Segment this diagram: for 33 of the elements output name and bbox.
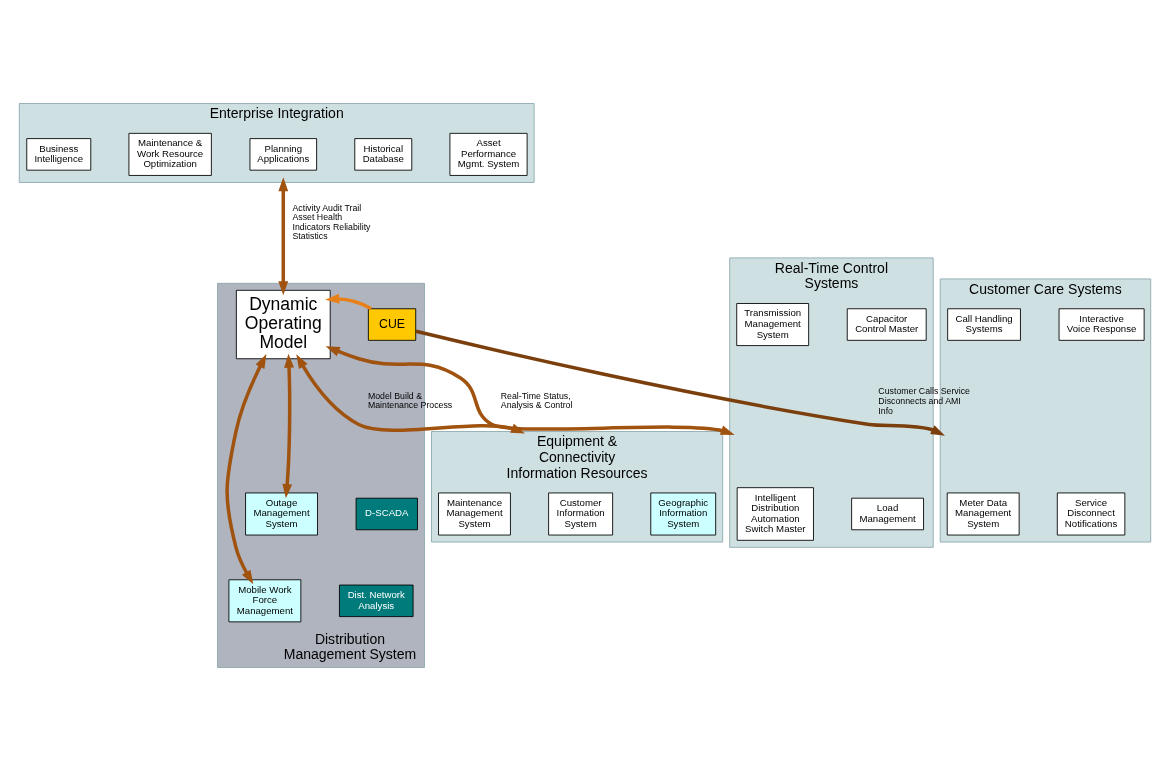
node-box: D-SCADA bbox=[355, 497, 418, 531]
edge-label: Customer Calls Service Disconnects and AMI Info bbox=[878, 386, 970, 416]
node-box: Meter Data Management System bbox=[946, 492, 1020, 536]
arrow bbox=[282, 353, 294, 499]
node-box: Customer Information System bbox=[548, 492, 614, 536]
node-box: Outage Management System bbox=[245, 492, 318, 536]
node-box: Load Management bbox=[851, 497, 924, 531]
arrow bbox=[325, 293, 373, 311]
node-box: Transmission Management System bbox=[736, 303, 810, 347]
node-box: Asset Performance Mgmt. System bbox=[449, 132, 528, 176]
node-box: Mobile Work Force Management bbox=[228, 579, 302, 623]
node-box: CUE bbox=[367, 308, 417, 341]
edge-label: Real-Time Status, Analysis & Control bbox=[500, 390, 573, 411]
node-box: Dynamic Operating Model bbox=[235, 289, 331, 360]
node-box: Intelligent Distribution Automation Switch Master bbox=[736, 487, 814, 541]
node-box: Geographic Information System bbox=[650, 492, 717, 536]
arrow bbox=[296, 354, 526, 434]
arrow bbox=[225, 354, 267, 585]
node-box: Business Intelligence bbox=[26, 138, 92, 171]
node-box: Historical Database bbox=[354, 138, 413, 171]
node-box: Maintenance & Work Resource Optimization bbox=[128, 132, 212, 176]
arrow bbox=[278, 177, 289, 296]
node-box: Capacitor Control Master bbox=[846, 308, 927, 341]
node-box: Maintenance Management System bbox=[438, 492, 511, 536]
node-box: Interactive Voice Response bbox=[1058, 308, 1145, 341]
arrow bbox=[415, 329, 945, 436]
node-box: Dist. Network Analysis bbox=[339, 584, 414, 618]
node-box: Call Handling Systems bbox=[947, 308, 1021, 341]
node-box: Planning Applications bbox=[249, 138, 318, 171]
arrow bbox=[325, 346, 735, 435]
edge-label: Activity Audit Trail Asset Health Indicators Reliability Statistics bbox=[292, 202, 371, 242]
node-box: Service Disconnect Notifications bbox=[1056, 492, 1126, 536]
edge-label: Model Build & Maintenance Process bbox=[367, 390, 453, 411]
